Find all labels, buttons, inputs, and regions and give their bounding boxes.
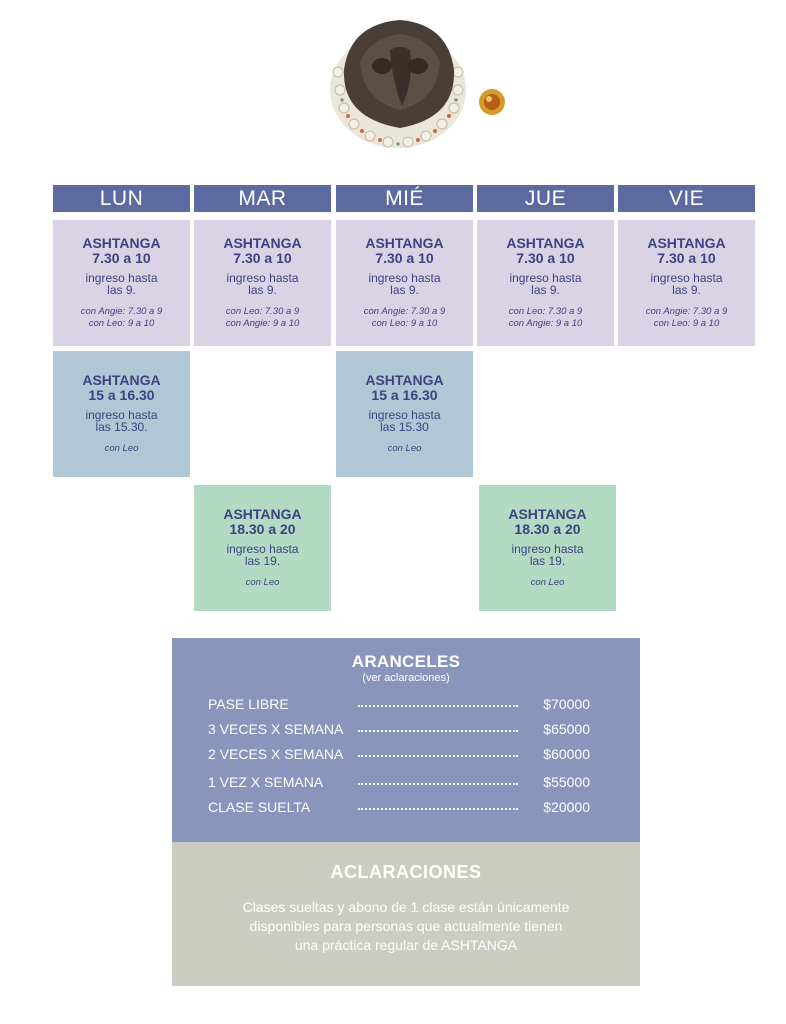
class-ingreso: ingreso hasta — [511, 542, 584, 556]
price-row: 1 VEZ X SEMANA $55000 — [208, 774, 608, 792]
price-row: 2 VECES X SEMANA $60000 — [208, 746, 608, 764]
class-ingreso: ingreso hasta — [368, 408, 441, 422]
class-card-mie-afternoon: ASHTANGA 15 a 16.30 ingreso hasta las 15… — [336, 351, 473, 477]
price-label: PASE LIBRE — [208, 696, 289, 712]
class-ingreso: ingreso hasta — [85, 408, 158, 422]
aclaraciones-title: ACLARACIONES — [330, 862, 482, 882]
class-name: ASHTANGA — [506, 235, 585, 251]
class-card-mar-morning: ASHTANGA 7.30 a 10 ingreso hasta las 9. … — [194, 220, 331, 346]
class-ingreso: ingreso hasta — [368, 271, 441, 285]
dot-leader — [358, 755, 518, 757]
price-row: CLASE SUELTA $20000 — [208, 799, 608, 817]
class-ingreso-time: las 9. — [531, 283, 560, 297]
class-ingreso-time: las 15.30. — [95, 420, 148, 434]
aranceles-title: ARANCELES — [351, 652, 461, 671]
class-teacher-2: con Leo: 9 a 10 — [88, 318, 155, 329]
class-teacher: con Leo — [245, 577, 280, 588]
class-teacher-1: con Angie: 7.30 a 9 — [80, 306, 163, 317]
day-header-jue: JUE — [477, 185, 614, 212]
class-card-mie-morning: ASHTANGA 7.30 a 10 ingreso hasta las 9. … — [336, 220, 473, 346]
class-time: 7.30 a 10 — [233, 250, 292, 266]
price-label: 3 VECES X SEMANA — [208, 721, 344, 737]
class-ingreso-time: las 19. — [529, 554, 566, 568]
aclaraciones-line: disponibles para personas que actualment… — [249, 918, 563, 934]
dot-leader — [358, 705, 518, 707]
ganesha-emblem-icon — [330, 20, 505, 148]
class-teacher-1: con Leo: 7.30 a 9 — [508, 306, 583, 317]
class-teacher: con Leo — [530, 577, 565, 588]
class-ingreso: ingreso hasta — [509, 271, 582, 285]
class-card-lun-afternoon: ASHTANGA 15 a 16.30 ingreso hasta las 15… — [53, 351, 190, 477]
price-amount: $20000 — [543, 799, 590, 815]
class-name: ASHTANGA — [365, 235, 444, 251]
class-ingreso-time: las 9. — [390, 283, 419, 297]
class-name: ASHTANGA — [508, 506, 587, 522]
aranceles-subtitle: (ver aclaraciones) — [362, 672, 450, 684]
class-card-mar-evening: ASHTANGA 18.30 a 20 ingreso hasta las 19… — [194, 485, 331, 611]
class-name: ASHTANGA — [223, 506, 302, 522]
price-amount: $70000 — [543, 696, 590, 712]
price-amount: $65000 — [543, 721, 590, 737]
price-label: CLASE SUELTA — [208, 799, 311, 815]
aclaraciones-body: Clases sueltas y abono de 1 clase están … — [192, 898, 620, 955]
class-teacher: con Leo — [104, 443, 139, 454]
class-card-vie-morning: ASHTANGA 7.30 a 10 ingreso hasta las 9. … — [618, 220, 755, 346]
class-teacher-2: con Leo: 9 a 10 — [371, 318, 438, 329]
day-header-mie: MIÉ — [336, 185, 473, 212]
day-header-lun: LUN — [53, 185, 190, 212]
class-ingreso-time: las 15.30 — [380, 420, 429, 434]
price-row: 3 VECES X SEMANA $65000 — [208, 721, 608, 739]
price-amount: $55000 — [543, 774, 590, 790]
class-name: ASHTANGA — [365, 372, 444, 388]
class-ingreso-time: las 9. — [672, 283, 701, 297]
price-amount: $60000 — [543, 746, 590, 762]
aranceles-panel: ARANCELES (ver aclaraciones) PASE LIBRE … — [172, 638, 640, 842]
aclaraciones-line: una práctica regular de ASHTANGA — [294, 937, 518, 953]
class-time: 7.30 a 10 — [657, 250, 716, 266]
class-ingreso: ingreso hasta — [650, 271, 723, 285]
class-ingreso-time: las 9. — [248, 283, 277, 297]
class-teacher-1: con Leo: 7.30 a 9 — [225, 306, 300, 317]
dot-leader — [358, 730, 518, 732]
class-ingreso: ingreso hasta — [226, 542, 299, 556]
class-name: ASHTANGA — [82, 372, 161, 388]
dot-leader — [358, 783, 518, 785]
class-card-lun-morning: ASHTANGA 7.30 a 10 ingreso hasta las 9. … — [53, 220, 190, 346]
class-teacher-1: con Angie: 7.30 a 9 — [363, 306, 446, 317]
class-ingreso: ingreso hasta — [226, 271, 299, 285]
class-teacher-2: con Leo: 9 a 10 — [653, 318, 720, 329]
class-name: ASHTANGA — [647, 235, 726, 251]
class-teacher: con Leo — [387, 443, 422, 454]
price-row: PASE LIBRE $70000 — [208, 696, 608, 714]
class-teacher-1: con Angie: 7.30 a 9 — [645, 306, 728, 317]
class-ingreso: ingreso hasta — [85, 271, 158, 285]
class-time: 7.30 a 10 — [92, 250, 151, 266]
class-time: 15 a 16.30 — [371, 387, 438, 403]
class-ingreso-time: las 19. — [244, 554, 281, 568]
class-name: ASHTANGA — [82, 235, 161, 251]
class-card-jue-morning: ASHTANGA 7.30 a 10 ingreso hasta las 9. … — [477, 220, 614, 346]
aclaraciones-line: Clases sueltas y abono de 1 clase están … — [242, 899, 570, 915]
class-teacher-2: con Angie: 9 a 10 — [225, 318, 300, 329]
class-teacher-2: con Angie: 9 a 10 — [508, 318, 583, 329]
class-time: 18.30 a 20 — [514, 521, 581, 537]
aclaraciones-panel: ACLARACIONES Clases sueltas y abono de 1… — [172, 842, 640, 986]
class-card-jue-evening: ASHTANGA 18.30 a 20 ingreso hasta las 19… — [479, 485, 616, 611]
class-time: 7.30 a 10 — [375, 250, 434, 266]
day-header-vie: VIE — [618, 185, 755, 212]
class-time: 15 a 16.30 — [88, 387, 155, 403]
day-header-mar: MAR — [194, 185, 331, 212]
class-name: ASHTANGA — [223, 235, 302, 251]
class-ingreso-time: las 9. — [107, 283, 136, 297]
price-label: 1 VEZ X SEMANA — [208, 774, 324, 790]
price-label: 2 VECES X SEMANA — [208, 746, 344, 762]
dot-leader — [358, 808, 518, 810]
class-time: 18.30 a 20 — [229, 521, 296, 537]
class-time: 7.30 a 10 — [516, 250, 575, 266]
